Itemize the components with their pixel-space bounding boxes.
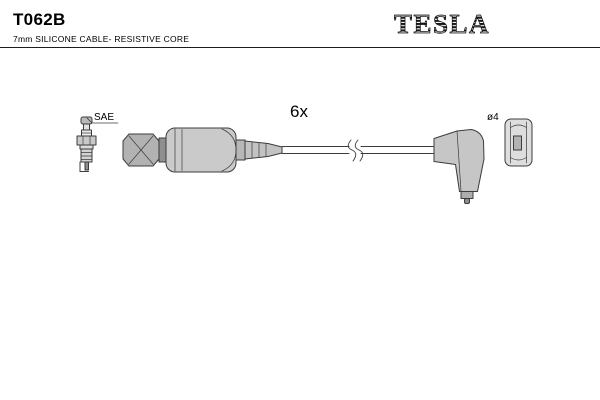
angled-connector-icon bbox=[433, 129, 485, 204]
sae-leader-line bbox=[86, 117, 119, 124]
brand-logo: TESLA bbox=[394, 9, 490, 40]
cable-spec: 7mm SILICONE CABLE- RESISTIVE CORE bbox=[13, 34, 190, 44]
sae-label: SAE bbox=[94, 112, 114, 123]
part-number: T062B bbox=[13, 10, 66, 29]
diameter-label: ø4 bbox=[487, 112, 499, 123]
brand-logo-text: TESLA bbox=[394, 9, 490, 39]
straight-connector-icon bbox=[122, 127, 283, 173]
cable-line bbox=[281, 139, 435, 162]
header-divider bbox=[0, 47, 600, 48]
terminal-sleeve-icon bbox=[504, 118, 533, 167]
header: T062B 7mm SILICONE CABLE- RESISTIVE CORE bbox=[13, 11, 189, 44]
quantity-label: 6x bbox=[290, 102, 308, 121]
spark-plug-icon bbox=[76, 116, 97, 172]
